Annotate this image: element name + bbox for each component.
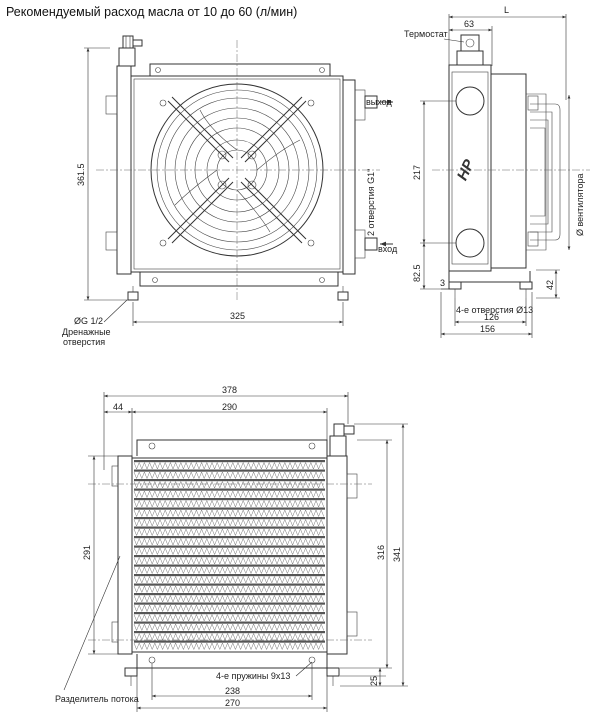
right-side-tank xyxy=(342,79,356,275)
core-tube xyxy=(134,631,325,634)
fin-row xyxy=(133,632,325,641)
fin-row xyxy=(133,547,325,556)
dim-290: 290 xyxy=(222,402,237,412)
core-tube xyxy=(134,507,325,510)
fin-row xyxy=(133,509,325,518)
dim-L: L xyxy=(504,5,509,15)
core-tube xyxy=(134,536,325,539)
core-tube xyxy=(134,545,325,548)
fin-row xyxy=(133,642,325,651)
port-label: 2 отверстия G1" xyxy=(366,169,376,236)
dim-82-5: 82.5 xyxy=(412,264,422,282)
drain-caption-2: отверстия xyxy=(63,337,105,347)
inlet-label: вход xyxy=(378,244,398,254)
dim-44: 44 xyxy=(113,402,123,412)
core-tube xyxy=(134,517,325,520)
thermostat-body xyxy=(460,34,480,52)
fin-row xyxy=(133,604,325,613)
dim-238: 238 xyxy=(225,686,240,696)
fin-row xyxy=(133,556,325,565)
thermostat-label: Термостат xyxy=(404,29,448,39)
core-tube xyxy=(134,526,325,529)
thermostat-plug-front xyxy=(118,35,143,67)
dim-126: 126 xyxy=(484,312,499,322)
dim-341: 341 xyxy=(392,547,402,562)
core-tube xyxy=(134,583,325,586)
dim-316: 316 xyxy=(376,545,386,560)
radiator-core xyxy=(131,457,328,653)
dim-291: 291 xyxy=(82,545,92,560)
core-tube xyxy=(134,612,325,615)
dim-270: 270 xyxy=(225,698,240,708)
core-tube xyxy=(134,460,325,463)
side-view: Термостат HP Ø вентилятора 63 xyxy=(404,5,590,338)
height-dim: 361.5 xyxy=(76,163,86,186)
fin-row xyxy=(133,490,325,499)
core-tube xyxy=(134,602,325,605)
fin-row xyxy=(133,528,325,537)
core-tube xyxy=(134,498,325,501)
fin-row xyxy=(133,480,325,489)
fin-row xyxy=(133,537,325,546)
core-tube xyxy=(134,469,325,472)
core-tube xyxy=(134,564,325,567)
core-tube xyxy=(134,640,325,643)
fin-row xyxy=(133,518,325,527)
fin-row xyxy=(133,575,325,584)
svg-text:HP: HP xyxy=(454,156,479,183)
dim-42: 42 xyxy=(545,280,555,290)
divider-label: Разделитель потока xyxy=(55,694,139,704)
side-tank xyxy=(448,64,492,272)
dim-63: 63 xyxy=(464,19,474,29)
thermostat-plug-rear xyxy=(329,423,355,457)
core-tube xyxy=(134,621,325,624)
core-tube xyxy=(134,555,325,558)
fan-diameter-label: Ø вентилятора xyxy=(575,174,585,236)
page-title: Рекомендуемый расход масла от 10 до 60 (… xyxy=(6,5,297,19)
core-tube xyxy=(134,488,325,491)
fin-row xyxy=(133,594,325,603)
rear-view: 378 44 290 291 316 341 25 4-е пружины 9x… xyxy=(55,385,408,712)
core-tube xyxy=(134,574,325,577)
fin-row xyxy=(133,461,325,470)
fin-row xyxy=(133,566,325,575)
holes-label: 4-е отверстия Ø13 xyxy=(456,305,533,315)
fin-row xyxy=(133,585,325,594)
dim-378: 378 xyxy=(222,385,237,395)
fin-row xyxy=(133,499,325,508)
dim-25: 25 xyxy=(369,676,379,686)
core-fins xyxy=(133,460,325,651)
fin-row xyxy=(133,623,325,632)
width-dim: 325 xyxy=(230,311,245,321)
core-tube xyxy=(134,479,325,482)
outlet-label: выход xyxy=(366,97,392,107)
springs-label: 4-е пружины 9x13 xyxy=(216,671,290,681)
dim-217: 217 xyxy=(412,165,422,180)
dim-156: 156 xyxy=(480,324,495,334)
core-tube xyxy=(134,593,325,596)
fin-row xyxy=(133,613,325,622)
drain-size-label: ØG 1/2 xyxy=(74,316,103,326)
front-view: выход вход 2 отверстия G1" 361.5 325 ØG … xyxy=(62,35,398,347)
dim-3: 3 xyxy=(440,278,445,288)
drain-caption-1: Дренажные xyxy=(62,327,111,337)
fin-row xyxy=(133,471,325,480)
